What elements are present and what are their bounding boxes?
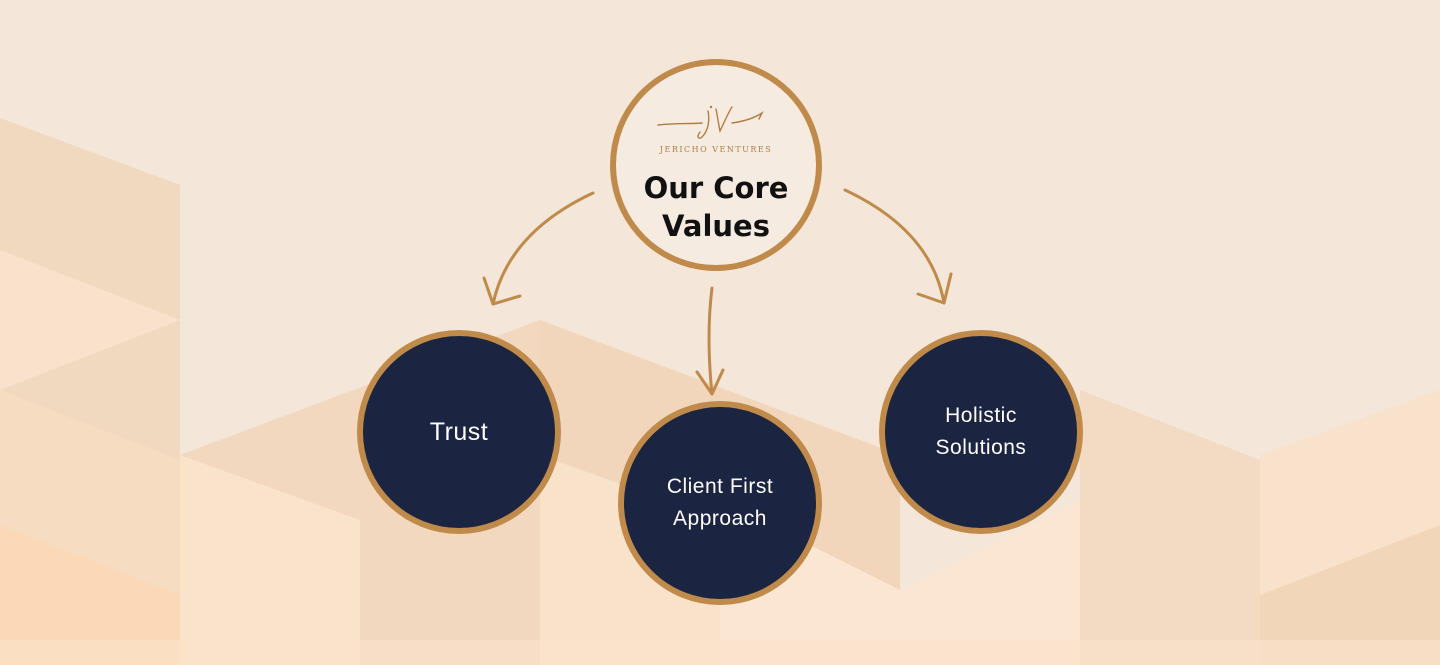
- value-node-client-first: Client First Approach: [618, 401, 822, 605]
- arrow-head-holistic: [916, 272, 953, 305]
- value-label-trust: Trust: [429, 418, 489, 446]
- arrow-to-trust: [491, 191, 595, 306]
- value-node-holistic: Holistic Solutions: [879, 330, 1083, 534]
- arrow-to-client-first: [707, 286, 714, 396]
- core-values-hub: JERICHO VENTURES Our Core Values: [610, 59, 822, 271]
- jv-monogram-icon: [656, 101, 776, 151]
- arrow-head-trust: [482, 276, 522, 306]
- value-label-holistic: Holistic Solutions: [935, 404, 1027, 459]
- hub-title: Our Core Values: [643, 171, 789, 243]
- brand-name: JERICHO VENTURES: [659, 145, 773, 154]
- value-node-trust: Trust: [357, 330, 561, 534]
- arrow-head-client-first: [695, 368, 725, 396]
- arrow-to-holistic: [843, 188, 946, 305]
- value-label-client-first: Client First Approach: [666, 475, 774, 530]
